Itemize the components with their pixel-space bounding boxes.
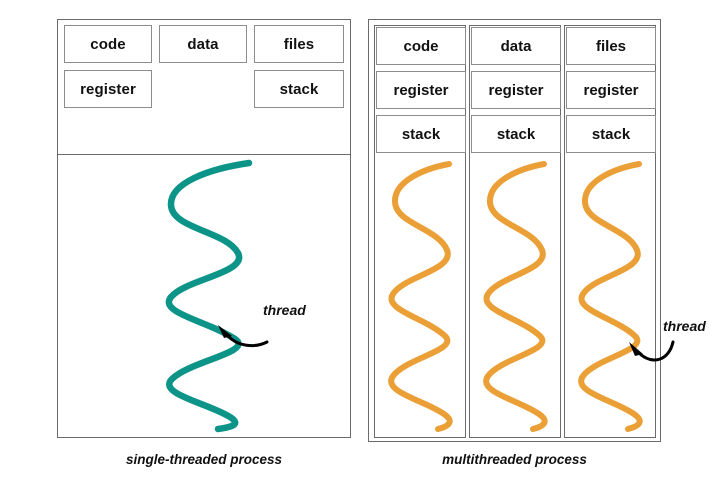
thread-annotation-label-left: thread [263, 302, 306, 318]
thread-column-1: data register stack [469, 25, 561, 438]
cell-register-1: register [471, 71, 561, 109]
thread-column-2: files register stack [564, 25, 656, 438]
cell-register-2: register [566, 71, 656, 109]
cell-stack-1: stack [471, 115, 561, 153]
thread-pointer-arrow-right [617, 328, 675, 370]
cell-files: files [566, 27, 656, 65]
thread-area-1 [471, 154, 561, 437]
thread-column-0: code register stack [374, 25, 466, 438]
thread-squiggle-orange-2 [578, 161, 643, 432]
multithreaded-process-panel: code register stack data register stack … [368, 19, 661, 442]
thread-squiggle-orange-1 [483, 161, 548, 432]
thread-squiggle-teal [165, 159, 253, 433]
cell-code: code [376, 27, 466, 65]
cell-stack-0: stack [376, 115, 466, 153]
caption-multithreaded: multithreaded process [442, 452, 587, 467]
thread-area-0 [376, 154, 466, 437]
thread-annotation-label-right: thread [663, 318, 706, 334]
thread-squiggle-orange-0 [388, 161, 453, 432]
single-thread-area [58, 155, 350, 437]
cell-register: register [64, 70, 152, 108]
caption-single-threaded: single-threaded process [125, 452, 283, 467]
cell-register-0: register [376, 71, 466, 109]
cell-code: code [64, 25, 152, 63]
cell-stack: stack [254, 70, 344, 108]
panel-divider [58, 154, 350, 155]
thread-area-2 [566, 154, 656, 437]
single-threaded-process-panel: code data files register stack [57, 19, 351, 438]
cell-files: files [254, 25, 344, 63]
cell-stack-2: stack [566, 115, 656, 153]
thread-pointer-arrow-left [205, 312, 269, 354]
cell-data: data [159, 25, 247, 63]
cell-data: data [471, 27, 561, 65]
